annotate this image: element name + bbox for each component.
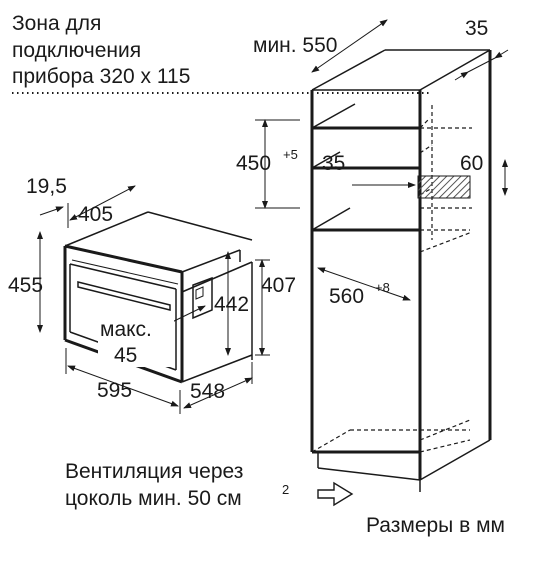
dim-inner-width-tol: +8 — [375, 280, 390, 295]
tall-cabinet — [310, 49, 492, 492]
connection-note-line3: прибора 320 x 115 — [12, 65, 190, 88]
dim-back-gap: 35 — [465, 17, 488, 40]
ventilation-note-sup: 2 — [282, 482, 289, 497]
dim-top-depth: 405 — [78, 203, 113, 226]
connection-note-line1: Зона для — [12, 12, 101, 35]
dim-width: 595 — [97, 379, 132, 402]
vent-cutout-hatch — [417, 175, 471, 199]
dim-min-width-line — [311, 19, 388, 73]
dim-width-line — [67, 365, 179, 407]
dim-min-width: мин. 550 — [253, 34, 337, 57]
dim-front-height: 407 — [261, 274, 296, 297]
dim-max-label: макс. — [100, 318, 152, 341]
dim-depth-offset: 19,5 — [26, 175, 67, 198]
dim-height: 455 — [8, 274, 43, 297]
dim-max-value: 45 — [114, 344, 137, 367]
dim-vent-height: 60 — [460, 152, 483, 175]
ventilation-arrow-icon — [317, 481, 354, 507]
oven-handle — [77, 281, 171, 311]
dim-inner-width: 560 — [329, 285, 364, 308]
connection-note-line2: подключения — [12, 39, 141, 62]
dim-max-line — [167, 305, 206, 325]
dim-inner-width-line — [317, 267, 411, 301]
dim-vent-depth: 35 — [322, 152, 345, 175]
dim-top-depth-line — [69, 185, 136, 221]
dim-niche-height: 450 — [236, 152, 271, 175]
connection-zone-note: Зона для подключения прибора 320 x 115 — [12, 12, 190, 88]
oven-side-recess — [192, 276, 213, 320]
dim-depth-line — [183, 377, 253, 409]
dim-depth-offset-line — [39, 206, 64, 216]
ventilation-note: Вентиляция через цоколь мин. 50 см 2 — [65, 460, 289, 510]
dim-inner-height: 442 — [214, 293, 249, 316]
dim-depth: 548 — [190, 380, 225, 403]
ventilation-note-line2: цоколь мин. 50 см — [65, 487, 242, 510]
units-note: Размеры в мм — [366, 514, 505, 537]
dim-back-gap-line — [467, 57, 496, 73]
dim-niche-height-tol: +5 — [283, 147, 298, 162]
ventilation-note-line1: Вентиляция через — [65, 460, 243, 483]
